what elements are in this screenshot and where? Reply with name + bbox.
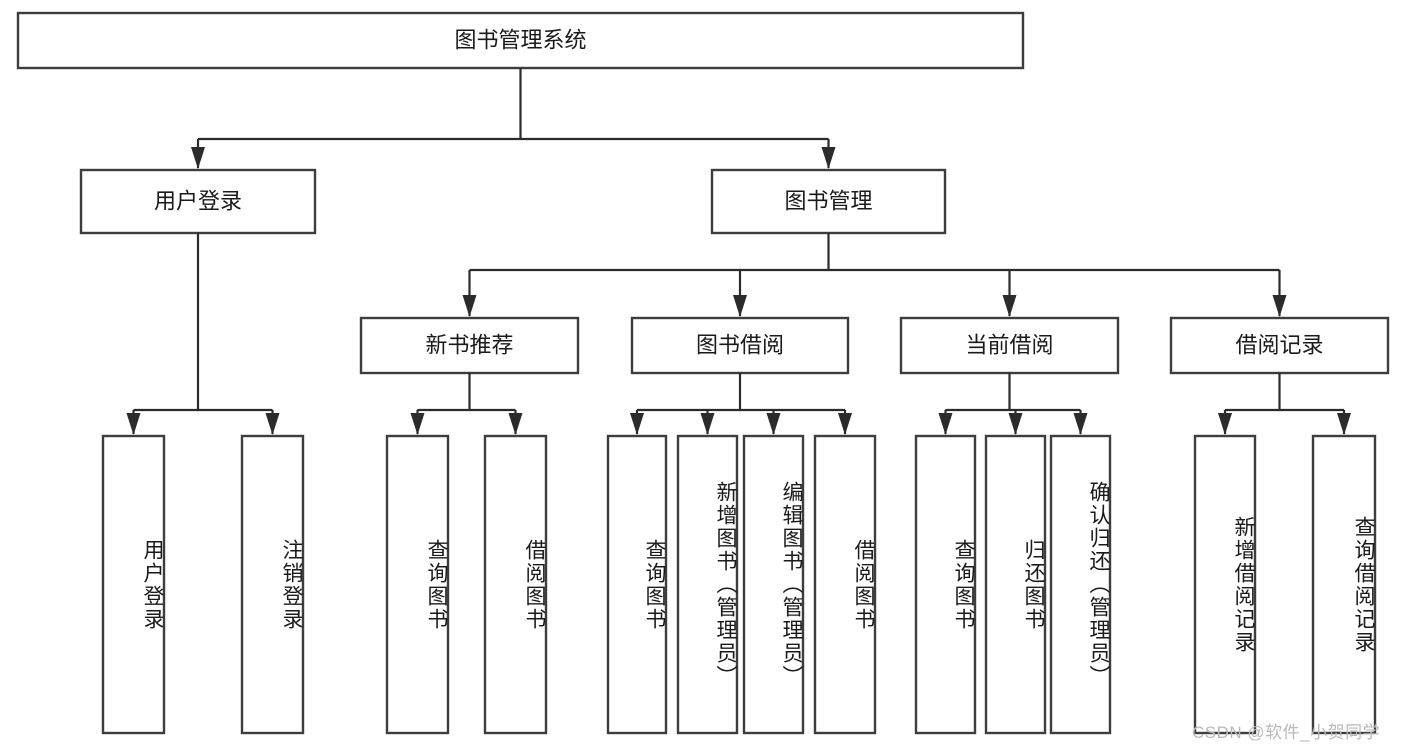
node-leaf-user-login[interactable] — [101, 434, 166, 735]
node-label: 图书管理 — [784, 188, 872, 213]
node-leaf-edit-book[interactable] — [742, 434, 805, 735]
node-leaf-logout[interactable] — [240, 434, 305, 735]
node-label: 用户登录 — [154, 188, 242, 213]
node-leaf-query-record[interactable] — [1311, 434, 1377, 735]
node-new-book-recommend[interactable]: 新书推荐 — [359, 316, 580, 375]
node-leaf-confirm-return[interactable] — [1049, 434, 1112, 735]
node-label: 借阅记录 — [1235, 332, 1323, 357]
node-label: 图书借阅 — [696, 332, 784, 357]
node-current-borrow[interactable]: 当前借阅 — [899, 316, 1120, 375]
node-label: 新书推荐 — [425, 332, 513, 357]
node-label: 当前借阅 — [965, 332, 1053, 357]
node-label: 图书管理系统 — [454, 27, 586, 52]
node-leaf-query-book-1[interactable] — [385, 434, 450, 735]
node-user-login[interactable]: 用户登录 — [79, 168, 317, 235]
node-leaf-add-record[interactable] — [1193, 434, 1257, 735]
node-book-borrow[interactable]: 图书借阅 — [630, 316, 850, 375]
node-leaf-return-book[interactable] — [984, 434, 1047, 735]
node-leaf-add-book[interactable] — [676, 434, 739, 735]
node-leaf-query-book-3[interactable] — [914, 434, 977, 735]
node-book-management[interactable]: 图书管理 — [710, 168, 947, 235]
node-leaf-borrow-book-1[interactable] — [483, 434, 548, 735]
node-leaf-query-book-2[interactable] — [606, 434, 668, 735]
node-root[interactable]: 图书管理系统 — [16, 11, 1025, 70]
node-leaf-borrow-book-2[interactable] — [813, 434, 877, 735]
node-borrow-records[interactable]: 借阅记录 — [1169, 316, 1390, 375]
csdn-watermark: CSDN @软件_小贺同学 — [1192, 723, 1381, 742]
